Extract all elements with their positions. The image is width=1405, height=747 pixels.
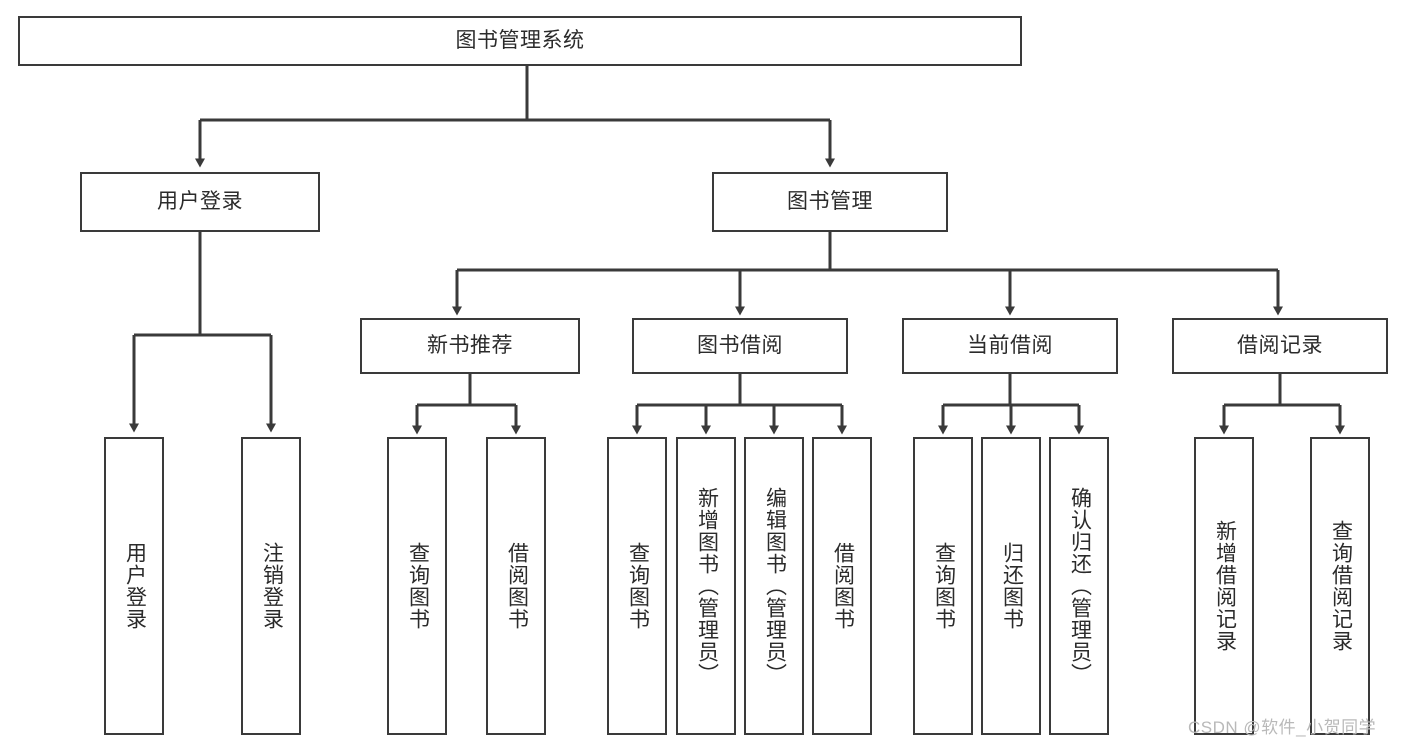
leaf-borrow-book-recommend-label: 借阅图书 bbox=[505, 542, 529, 630]
leaf-query-borrow-record-label: 查询借阅记录 bbox=[1329, 520, 1353, 652]
leaf-add-borrow-record-label: 新增借阅记录 bbox=[1213, 520, 1237, 652]
leaf-confirm-return-admin[interactable]: 确认归还（管理员） bbox=[1049, 437, 1109, 735]
leaf-borrow-book-label: 借阅图书 bbox=[831, 542, 855, 630]
leaf-query-book-borrow[interactable]: 查询图书 bbox=[607, 437, 667, 735]
node-current-borrow-label: 当前借阅 bbox=[967, 334, 1053, 358]
csdn-watermark: CSDN @软件_小贺同学 bbox=[1188, 718, 1377, 737]
leaf-user-login[interactable]: 用户登录 bbox=[104, 437, 164, 735]
leaf-query-borrow-record[interactable]: 查询借阅记录 bbox=[1310, 437, 1370, 735]
node-book-borrow-label: 图书借阅 bbox=[697, 334, 783, 358]
leaf-edit-book-admin-label: 编辑图书（管理员） bbox=[763, 487, 787, 685]
leaf-user-login-label: 用户登录 bbox=[123, 542, 147, 630]
leaf-query-book-recommend-label: 查询图书 bbox=[406, 542, 430, 630]
node-borrow-records[interactable]: 借阅记录 bbox=[1172, 318, 1388, 374]
leaf-confirm-return-admin-label: 确认归还（管理员） bbox=[1068, 487, 1092, 685]
leaf-add-book-admin-label: 新增图书（管理员） bbox=[695, 487, 719, 685]
leaf-borrow-book-recommend[interactable]: 借阅图书 bbox=[486, 437, 546, 735]
leaf-add-borrow-record[interactable]: 新增借阅记录 bbox=[1194, 437, 1254, 735]
leaf-return-book[interactable]: 归还图书 bbox=[981, 437, 1041, 735]
node-root-label: 图书管理系统 bbox=[455, 29, 585, 53]
node-user-login[interactable]: 用户登录 bbox=[80, 172, 320, 232]
node-book-management[interactable]: 图书管理 bbox=[712, 172, 948, 232]
leaf-logout-login-label: 注销登录 bbox=[260, 542, 284, 630]
leaf-query-book-borrow-label: 查询图书 bbox=[626, 542, 650, 630]
leaf-query-book-current-label: 查询图书 bbox=[932, 542, 956, 630]
node-user-login-label: 用户登录 bbox=[157, 190, 243, 214]
leaf-logout-login[interactable]: 注销登录 bbox=[241, 437, 301, 735]
leaf-query-book-recommend[interactable]: 查询图书 bbox=[387, 437, 447, 735]
node-borrow-records-label: 借阅记录 bbox=[1237, 334, 1323, 358]
node-new-book-recommend-label: 新书推荐 bbox=[427, 334, 513, 358]
node-root[interactable]: 图书管理系统 bbox=[18, 16, 1022, 66]
node-new-book-recommend[interactable]: 新书推荐 bbox=[360, 318, 580, 374]
leaf-borrow-book[interactable]: 借阅图书 bbox=[812, 437, 872, 735]
leaf-return-book-label: 归还图书 bbox=[1000, 542, 1024, 630]
leaf-add-book-admin[interactable]: 新增图书（管理员） bbox=[676, 437, 736, 735]
node-book-borrow[interactable]: 图书借阅 bbox=[632, 318, 848, 374]
leaf-query-book-current[interactable]: 查询图书 bbox=[913, 437, 973, 735]
leaf-edit-book-admin[interactable]: 编辑图书（管理员） bbox=[744, 437, 804, 735]
node-book-management-label: 图书管理 bbox=[787, 190, 873, 214]
node-current-borrow[interactable]: 当前借阅 bbox=[902, 318, 1118, 374]
